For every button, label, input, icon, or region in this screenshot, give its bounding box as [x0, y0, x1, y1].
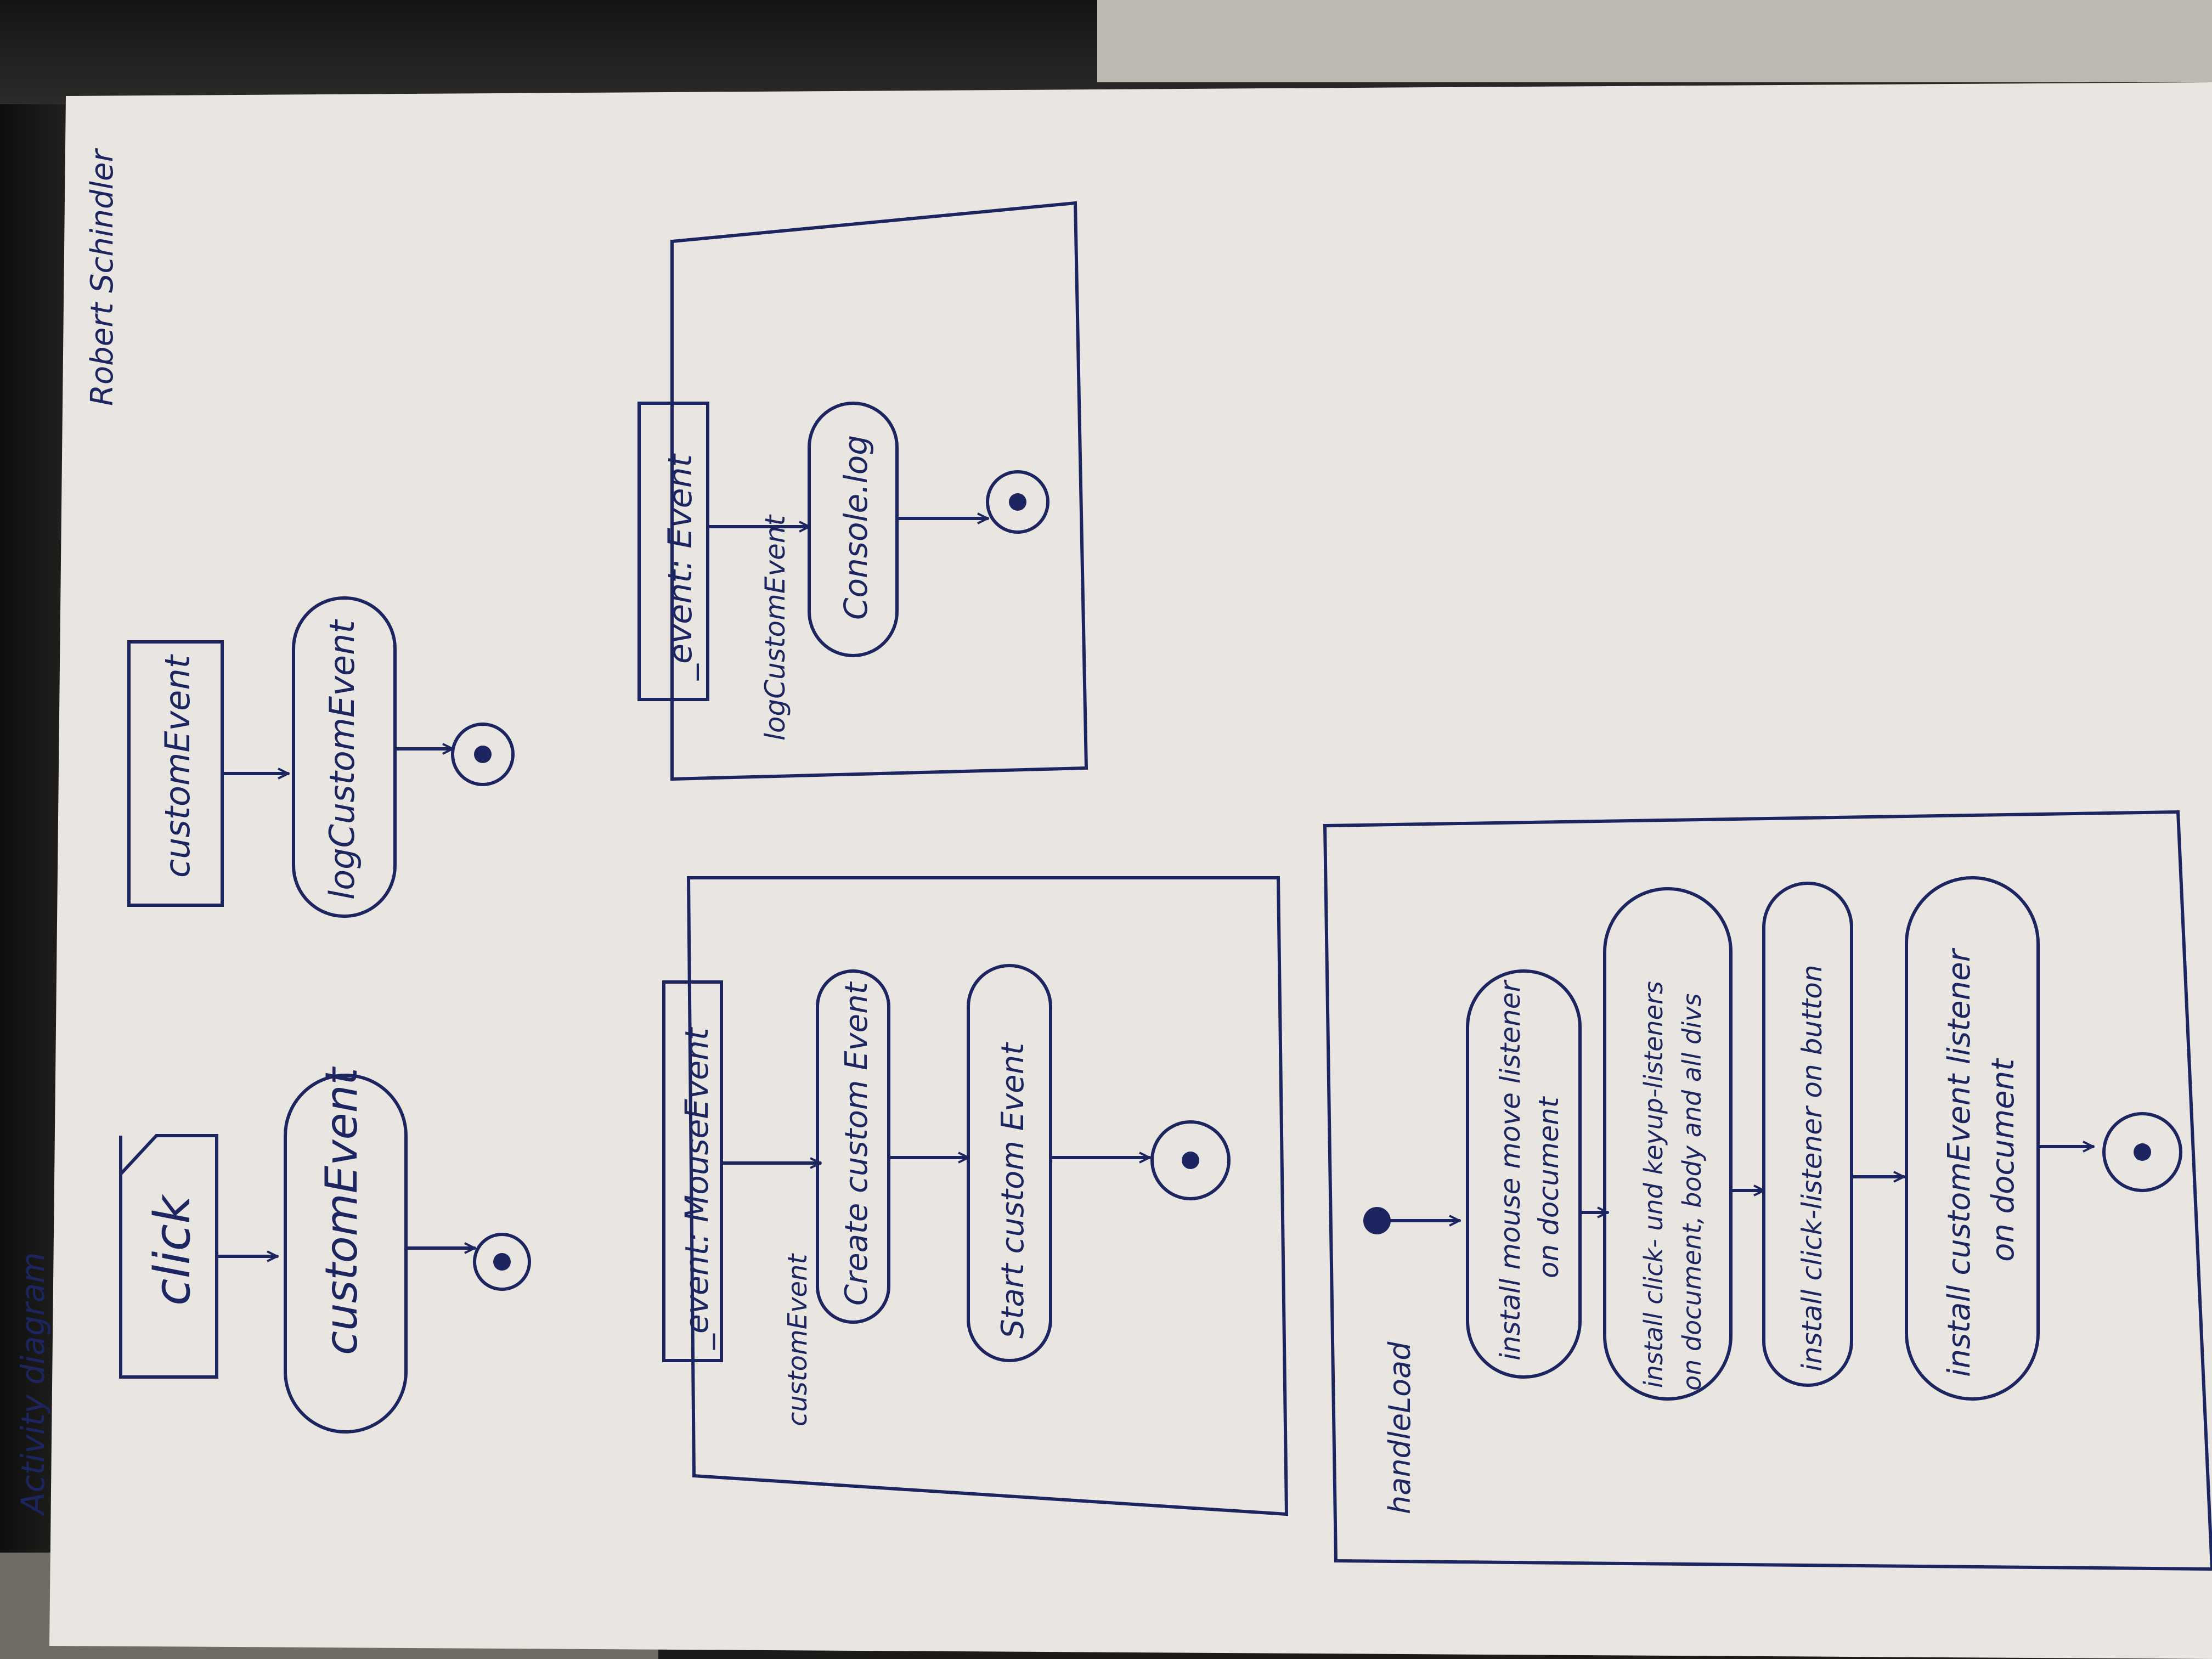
start-custom-event-shape — [967, 964, 1052, 1362]
customEvent-listener-action-shape — [1905, 876, 2040, 1401]
logCustomEvent-parameter-box — [637, 402, 709, 701]
customEvent-action-label: customEvent — [316, 1066, 367, 1355]
click-keyup-label-line1: install click- und keyup-listeners — [1639, 981, 1668, 1388]
customEvent-parameter-box — [662, 980, 723, 1362]
customEvent-activity-frame — [686, 876, 1289, 1516]
customEvent-listener-label-line2: on document — [1985, 1058, 2021, 1262]
final-node-1 — [473, 1233, 531, 1291]
final-node-3 — [1150, 1120, 1231, 1200]
initial-node — [1363, 1207, 1391, 1234]
logCustomEvent-action-label: logCustomEvent — [322, 619, 362, 900]
create-custom-event-label: Create custom Event — [839, 981, 874, 1306]
paper-sheet — [49, 82, 2212, 1659]
button-listener-label: install click-listener on button — [1796, 964, 1828, 1372]
customEvent-listener-label-line1: install customEvent listener — [1942, 947, 1977, 1377]
mouse-move-action-shape — [1466, 969, 1582, 1379]
logCustomEvent-action-shape — [292, 596, 397, 918]
logCustomEvent-activity-frame — [670, 201, 1088, 781]
logCustomEvent-parameter-label: _event: Event — [661, 453, 699, 681]
diagram-title: Activity diagram — [14, 1252, 52, 1516]
mouse-move-label-line2: on document — [1533, 1096, 1565, 1278]
final-node-4 — [986, 470, 1049, 534]
button-listener-action-shape — [1762, 882, 1853, 1387]
click-keyup-action-shape — [1603, 887, 1733, 1401]
mouse-move-label-line1: install mouse move listener — [1494, 979, 1526, 1361]
handleLoad-activity-name: handleLoad — [1383, 1341, 1417, 1514]
customEvent-activity-name: customEvent — [782, 1253, 813, 1426]
customEvent-signal-shape — [127, 640, 224, 907]
final-node-5 — [2102, 1112, 2182, 1192]
handleLoad-activity-frame — [1323, 810, 2212, 1571]
customEvent-action-shape — [284, 1074, 408, 1434]
customEvent-parameter-label: _event: MouseEvent — [678, 1026, 715, 1350]
console-log-label: Console.log — [837, 435, 874, 620]
final-node-2 — [451, 723, 515, 786]
logCustomEvent-activity-name: logCustomEvent — [759, 514, 791, 741]
author-name: Robert Schindler — [84, 148, 120, 406]
create-custom-event-shape — [816, 969, 890, 1324]
console-log-shape — [808, 402, 899, 657]
click-signal-label: click — [144, 1193, 201, 1306]
customEvent-signal-label: customEvent — [157, 653, 198, 878]
background-top-right — [1097, 0, 2212, 82]
click-keyup-label-line2: on document, body and all divs — [1677, 994, 1707, 1391]
start-custom-event-label: Start custom Event — [995, 1042, 1031, 1339]
